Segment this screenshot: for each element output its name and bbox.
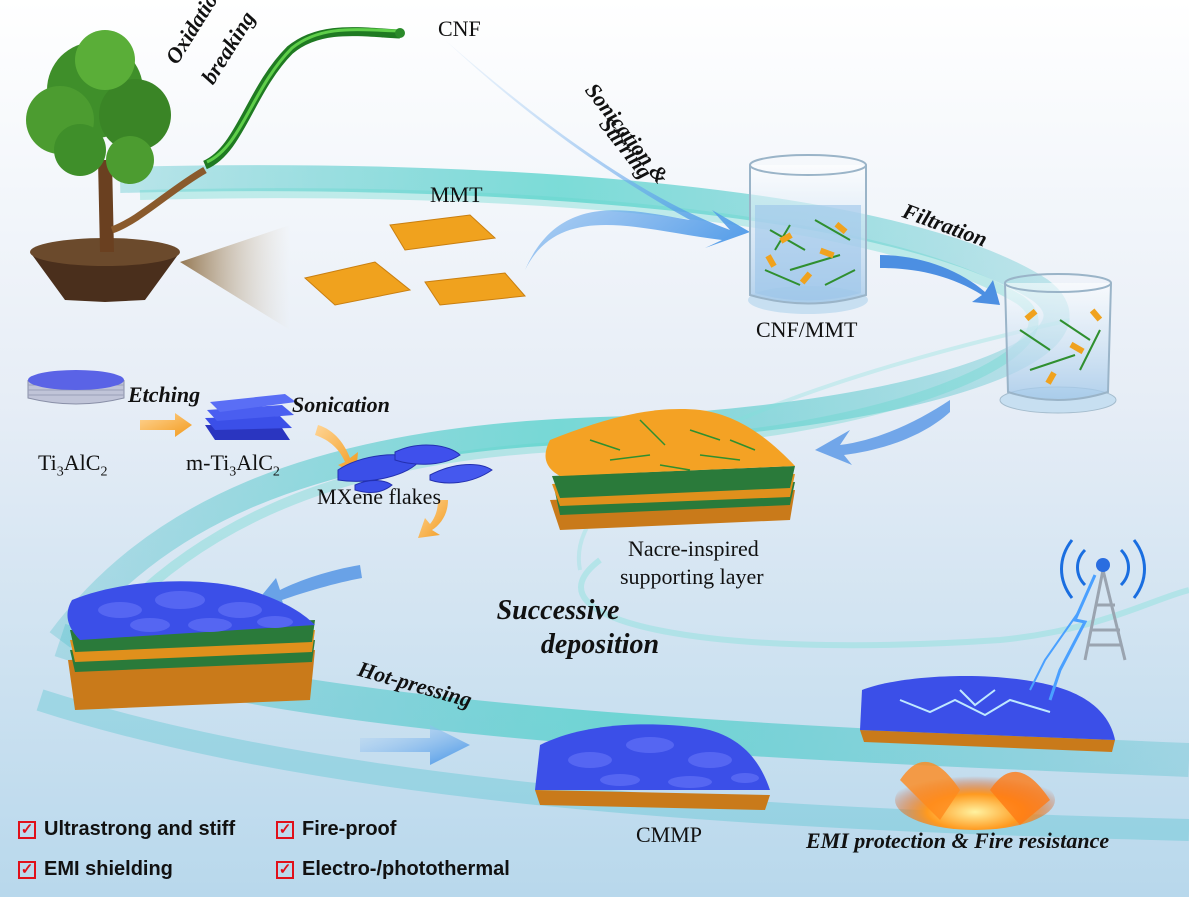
feature-label: Fire-proof [302,818,397,840]
deposition-arrow [258,565,362,610]
ti3alc2-sub2: 2 [100,464,108,480]
mxene-flakes [337,444,493,493]
ti3alc2-base: Ti [38,450,57,475]
sonication-arrow [445,40,750,270]
successive-label-line1: Successive [496,595,620,626]
mmt-flakes [303,214,527,306]
nacre-layer [545,409,795,530]
checkbox-icon: ✓ [18,860,36,879]
sonication-label: Sonication [292,392,390,417]
feature-item: ✓ EMI shielding [18,858,173,881]
mxene-nacre-stack [67,581,315,710]
etching-label: Etching [128,382,201,407]
feature-item: ✓ Electro-/photothermal [276,858,510,881]
hot-pressing-arrow [360,725,470,765]
checkbox-icon: ✓ [276,820,294,839]
cnf-mmt-label: CNF/MMT [756,317,858,342]
feature-label: Ultrastrong and stiff [44,818,236,840]
mmt-label: MMT [430,182,483,207]
filtration-arrow [880,255,1000,305]
ti3alc2-mid: AlC [63,450,101,475]
sonication-small-arrow [315,425,358,475]
checkbox-icon: ✓ [276,860,294,879]
feature-item: ✓ Ultrastrong and stiff [18,818,235,841]
cnf-fiber [202,27,405,170]
cmmp-film [535,724,770,810]
m-ti3alc2-base: m-Ti [186,450,230,475]
return-arrow [815,400,950,465]
cnf-label: CNF [438,16,481,41]
m-ti3alc2-sub2: 2 [272,464,280,480]
emi-fire-label: EMI protection & Fire resistance [806,828,1110,853]
beaker-filtration [999,273,1117,414]
nacre-label-line2: supporting layer [620,564,764,589]
m-ti3alc2-sub1: 3 [229,464,237,480]
successive-label-line2: deposition [540,629,660,660]
etching-arrow [140,413,192,437]
feature-label: EMI shielding [44,858,173,880]
mxene-down-arrow [418,500,448,538]
wood-cone [180,225,290,330]
checkbox-icon: ✓ [18,820,36,839]
ti3alc2-sub1: 3 [56,464,64,480]
feature-item: ✓ Fire-proof [276,818,396,841]
ti3alc2-disc [27,370,125,405]
signal-tower-icon [1029,539,1146,701]
mxene-label: MXene flakes [317,484,442,509]
cmmp-label: CMMP [636,822,703,847]
ti3alc2-label: Ti3AlC2 [38,450,107,480]
m-ti3alc2-layers [205,394,296,440]
beaker-cnf-mmt [748,154,868,314]
m-ti3alc2-label: m-Ti3AlC2 [186,450,280,480]
feature-label: Electro-/photothermal [302,858,510,880]
nacre-label-line1: Nacre-inspired [628,536,759,561]
m-ti3alc2-mid: AlC [236,450,273,475]
tree-illustration [26,30,207,302]
